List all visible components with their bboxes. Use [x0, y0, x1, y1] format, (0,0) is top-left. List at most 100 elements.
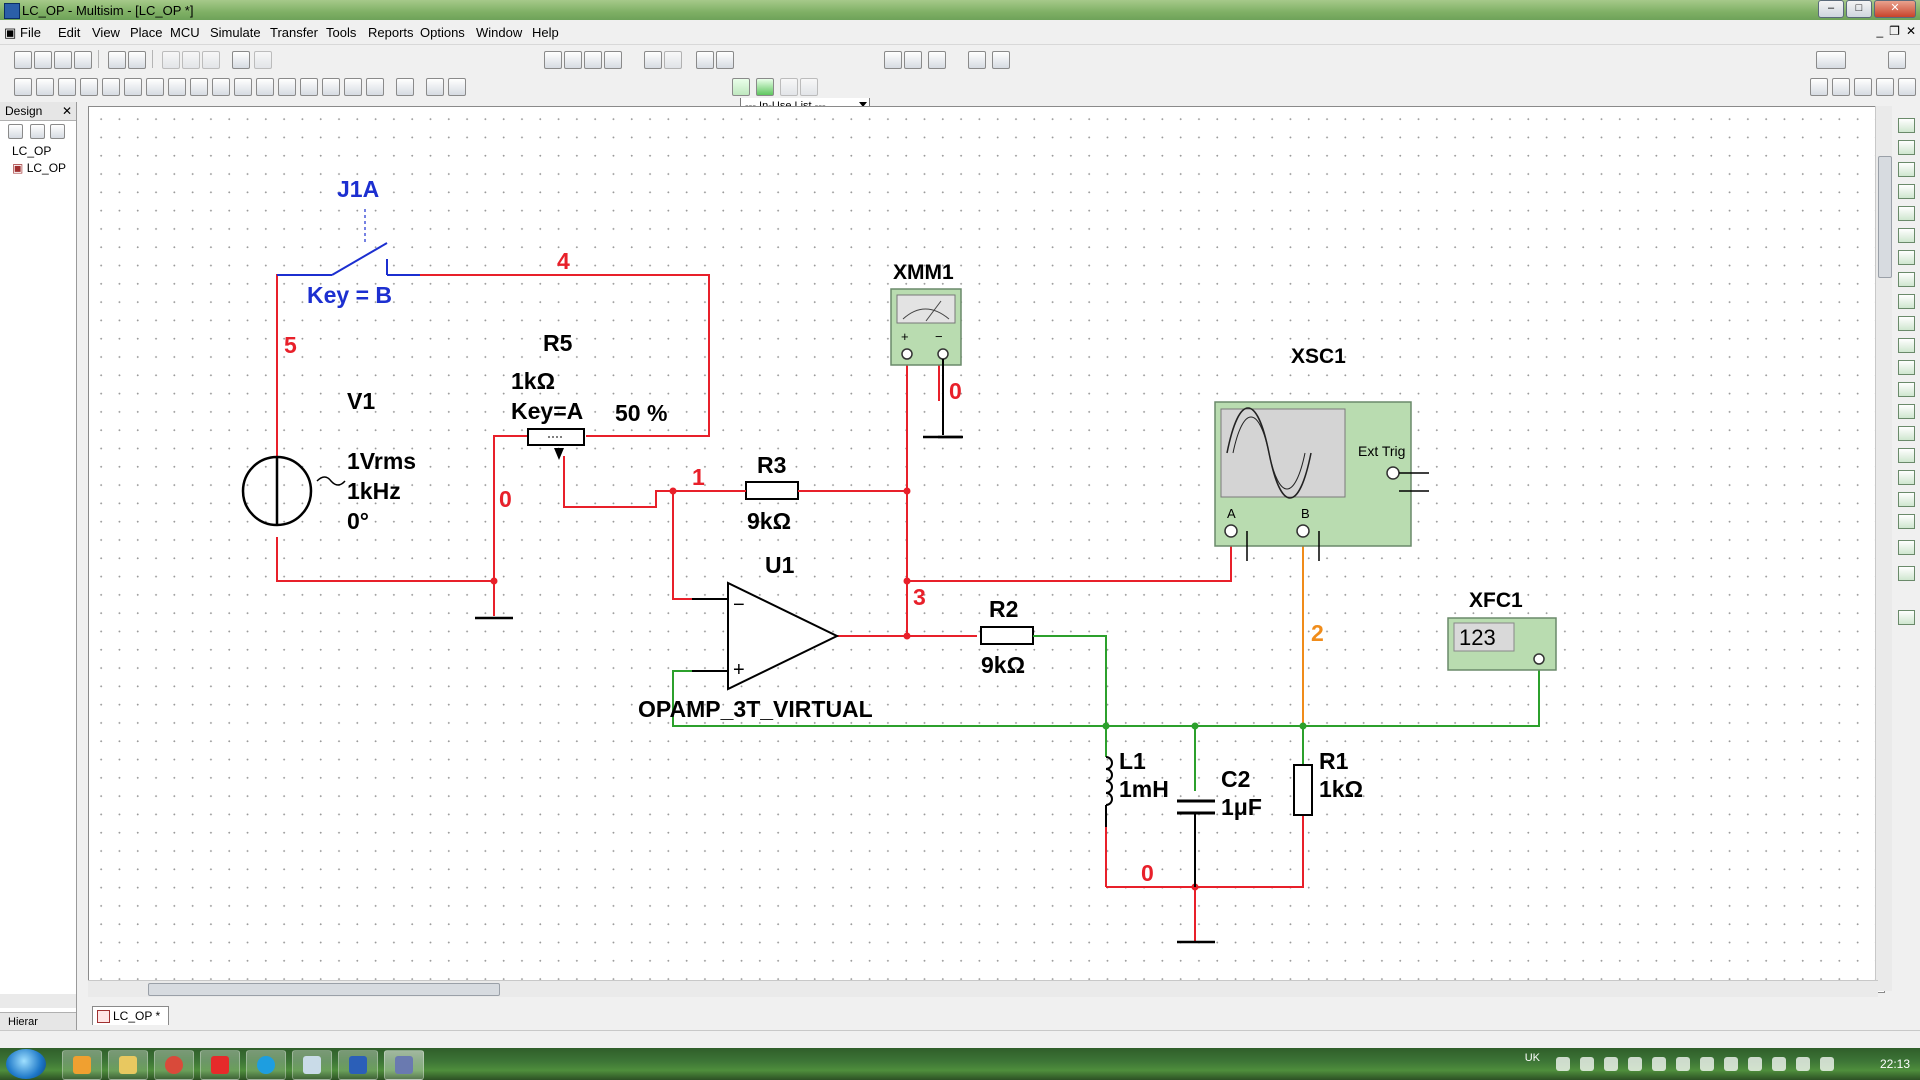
taskbar-media-player[interactable]: [62, 1050, 102, 1080]
agilent-oscilloscope-icon[interactable]: [1898, 470, 1915, 485]
steam-icon[interactable]: [1580, 1057, 1594, 1071]
taskbar-clock[interactable]: 22:13: [1879, 1057, 1910, 1071]
tree-item-sheet[interactable]: ▣ LC_OP: [12, 160, 76, 177]
place-rf-icon[interactable]: [300, 78, 318, 96]
place-misc-digital-icon[interactable]: [168, 78, 186, 96]
close-button[interactable]: ✕: [1874, 0, 1916, 18]
taskbar-skype[interactable]: [246, 1050, 286, 1080]
canvas-horizontal-scrollbar[interactable]: [88, 980, 1878, 997]
agilent-multimeter-icon[interactable]: [1898, 448, 1915, 463]
place-mixed-icon[interactable]: [190, 78, 208, 96]
place-transistor-icon[interactable]: [80, 78, 98, 96]
place-advanced-peripherals-icon[interactable]: [278, 78, 296, 96]
stop-icon[interactable]: [800, 78, 818, 96]
spectrum-analyzer-icon[interactable]: [1898, 382, 1915, 397]
redo-icon[interactable]: [254, 51, 272, 69]
save-icon[interactable]: [74, 51, 92, 69]
place-indicator-icon[interactable]: [212, 78, 230, 96]
place-mcu-icon[interactable]: [366, 78, 384, 96]
new-design-icon[interactable]: [8, 124, 23, 139]
menu-file[interactable]: File: [20, 25, 41, 40]
function-generator-icon[interactable]: [1898, 140, 1915, 155]
breadboard-icon[interactable]: [644, 51, 662, 69]
minimize-button[interactable]: –: [1818, 0, 1844, 18]
canvas-vertical-scrollbar[interactable]: [1875, 106, 1892, 991]
taskbar-multisim[interactable]: [384, 1050, 424, 1080]
document-icon[interactable]: ▣: [4, 25, 17, 40]
place-power-icon[interactable]: [234, 78, 252, 96]
network-analyzer-icon[interactable]: [1898, 404, 1915, 419]
battery-icon[interactable]: [1796, 1057, 1810, 1071]
electrical-rules-icon[interactable]: [884, 51, 902, 69]
menu-mcu[interactable]: MCU: [170, 25, 200, 40]
menu-simulate[interactable]: Simulate: [210, 25, 261, 40]
start-button[interactable]: [6, 1049, 46, 1079]
zoom-full-icon[interactable]: [1898, 78, 1916, 96]
mdi-minimize-icon[interactable]: _: [1876, 24, 1884, 38]
network-icon[interactable]: [1748, 1057, 1762, 1071]
four-channel-oscilloscope-icon[interactable]: [1898, 206, 1915, 221]
frequency-counter-icon[interactable]: [1898, 250, 1915, 265]
place-hierarchical-block-icon[interactable]: [396, 78, 414, 96]
menu-transfer[interactable]: Transfer: [270, 25, 318, 40]
postprocessor-icon[interactable]: [604, 51, 622, 69]
zoom-area-icon[interactable]: [1854, 78, 1872, 96]
schematic-canvas[interactable]: J1A Key = B V1 1Vrms 1kHz 0° R5 1kΩ Key=…: [88, 106, 1885, 993]
taskbar-word[interactable]: [338, 1050, 378, 1080]
oscilloscope-icon[interactable]: [1898, 184, 1915, 199]
multisim-app-icon[interactable]: [4, 3, 20, 19]
tektronix-oscilloscope-icon[interactable]: [1898, 492, 1915, 507]
labview-instrument-icon[interactable]: [1898, 514, 1915, 529]
run-simulation-icon[interactable]: [732, 78, 750, 96]
probe-settings-icon[interactable]: [1898, 610, 1915, 625]
open-icon[interactable]: [34, 51, 52, 69]
menu-edit[interactable]: Edit: [58, 25, 81, 40]
nvidia-icon[interactable]: [1724, 1057, 1738, 1071]
antivirus-icon[interactable]: [1604, 1057, 1618, 1071]
hierarchy-icon[interactable]: [50, 124, 65, 139]
find-examples-icon[interactable]: [968, 51, 986, 69]
hierarchy-tab[interactable]: Hierar: [0, 1012, 76, 1030]
mail-icon[interactable]: [1676, 1057, 1690, 1071]
open-sample-icon[interactable]: [54, 51, 72, 69]
menu-place[interactable]: Place: [130, 25, 163, 40]
help-icon[interactable]: [992, 51, 1010, 69]
distortion-analyzer-icon[interactable]: [1898, 360, 1915, 375]
transfer-to-ultiboard-icon[interactable]: [904, 51, 922, 69]
spreadsheet-view-icon[interactable]: [544, 51, 562, 69]
grapher-icon[interactable]: [564, 51, 582, 69]
menu-help[interactable]: Help: [532, 25, 559, 40]
taskbar-yandex[interactable]: [200, 1050, 240, 1080]
iv-analyzer-icon[interactable]: [1898, 338, 1915, 353]
place-diode-icon[interactable]: [58, 78, 76, 96]
shield-icon[interactable]: [1652, 1057, 1666, 1071]
taskbar-chrome[interactable]: [154, 1050, 194, 1080]
wattmeter-icon[interactable]: [1898, 162, 1915, 177]
export-icon[interactable]: [928, 51, 946, 69]
logic-analyzer-icon[interactable]: [1898, 294, 1915, 309]
zoom-out-icon[interactable]: [1832, 78, 1850, 96]
place-basic-icon[interactable]: [36, 78, 54, 96]
current-probe-icon[interactable]: [1898, 566, 1915, 581]
menu-options[interactable]: Options: [420, 25, 465, 40]
copy-icon[interactable]: [182, 51, 200, 69]
place-electromechanical-icon[interactable]: [322, 78, 340, 96]
menu-view[interactable]: View: [92, 25, 120, 40]
pause-icon[interactable]: [780, 78, 798, 96]
toolbar-grip-icon[interactable]: [1888, 51, 1906, 69]
place-ni-icon[interactable]: [344, 78, 362, 96]
word-generator-icon[interactable]: [1898, 272, 1915, 287]
back-annotate-icon[interactable]: [696, 51, 714, 69]
volume-icon[interactable]: [1820, 1057, 1834, 1071]
place-ttl-icon[interactable]: [124, 78, 142, 96]
undo-icon[interactable]: [232, 51, 250, 69]
paste-icon[interactable]: [202, 51, 220, 69]
menu-reports[interactable]: Reports: [368, 25, 414, 40]
close-icon[interactable]: ✕: [61, 104, 72, 118]
logic-converter-icon[interactable]: [1898, 316, 1915, 331]
place-connector-icon[interactable]: [448, 78, 466, 96]
place-source-icon[interactable]: [14, 78, 32, 96]
play-icon[interactable]: [756, 78, 774, 96]
agilent-generator-icon[interactable]: [1898, 426, 1915, 441]
flash-icon[interactable]: [1628, 1057, 1642, 1071]
